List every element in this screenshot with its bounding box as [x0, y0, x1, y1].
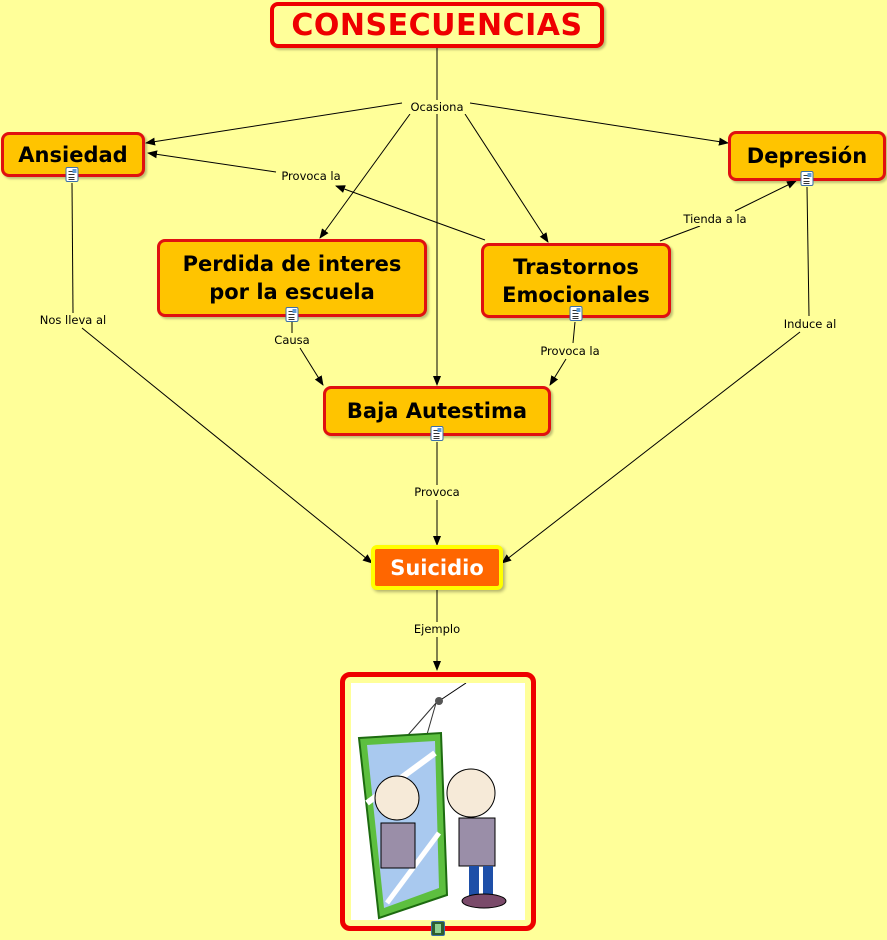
- link-label-nos-lleva-al[interactable]: Nos lleva al: [37, 313, 109, 327]
- link-ocasiona-perdida: [319, 113, 411, 239]
- resource-document-icon[interactable]: [430, 426, 444, 441]
- link-label-induce-al[interactable]: Induce al: [781, 317, 839, 331]
- link-tienda-depresion: [734, 180, 797, 212]
- resource-document-icon[interactable]: [800, 171, 814, 186]
- link-induce-suicidio: [501, 331, 801, 564]
- concept-title[interactable]: CONSECUENCIAS: [270, 2, 604, 48]
- concept-baja-autestima[interactable]: Baja Autestima: [323, 386, 551, 436]
- link-label-ocasiona[interactable]: Ocasiona: [408, 100, 466, 114]
- link-causa-baja: [299, 347, 324, 386]
- resource-document-icon[interactable]: [65, 167, 79, 182]
- concept-perdida-text-1: Perdida de interes: [182, 252, 402, 276]
- link-label-tienda-a-la[interactable]: Tienda a la: [681, 212, 749, 226]
- concept-depresion-text: Depresión: [746, 144, 868, 168]
- concept-ansiedad-text: Ansiedad: [18, 142, 128, 167]
- concept-trastornos-text-1: Trastornos: [513, 254, 639, 279]
- cartoon-image: [351, 683, 525, 920]
- link-depresion-induce: [806, 186, 810, 317]
- concept-perdida-text-2: por la escuela: [209, 280, 375, 304]
- concept-ansiedad[interactable]: Ansiedad: [1, 132, 145, 177]
- cartoon-illustration: [357, 683, 507, 920]
- concept-baja-text: Baja Autestima: [346, 399, 528, 423]
- link-label-provoca-la-bottom[interactable]: Provoca la: [538, 344, 602, 358]
- concept-trastornos-text-2: Emocionales: [502, 282, 650, 307]
- link-label-causa[interactable]: Causa: [272, 333, 312, 347]
- concept-perdida-interes[interactable]: Perdida de interes por la escuela: [157, 239, 427, 317]
- resource-document-icon[interactable]: [569, 306, 583, 321]
- link-label-provoca-la-top[interactable]: Provoca la: [279, 169, 343, 183]
- link-label-ejemplo[interactable]: Ejemplo: [411, 622, 463, 636]
- resource-document-icon[interactable]: [285, 307, 299, 322]
- link-trastornos-provoca: [335, 185, 486, 241]
- link-ocasiona-depresion: [469, 102, 729, 146]
- concept-suicidio[interactable]: Suicidio: [371, 545, 503, 590]
- link-label-provoca[interactable]: Provoca: [412, 485, 462, 499]
- title-text: CONSECUENCIAS: [291, 7, 583, 43]
- link-ansiedad-noslleva: [71, 182, 74, 314]
- concept-trastornos-emocionales[interactable]: Trastornos Emocionales: [481, 243, 671, 318]
- resource-video-icon[interactable]: [431, 921, 445, 936]
- link-trastornos-tienda: [659, 225, 701, 242]
- link-provoca-ansiedad: [147, 150, 277, 173]
- image-concept[interactable]: [340, 672, 536, 931]
- link-trastornos-provoca2: [572, 321, 576, 344]
- link-ocasiona-trastornos: [464, 113, 549, 243]
- concept-suicidio-text: Suicidio: [390, 555, 484, 580]
- link-noslleva-suicidio: [81, 327, 373, 564]
- link-ocasiona-ansiedad: [145, 102, 403, 146]
- link-provoca2-baja: [549, 358, 567, 386]
